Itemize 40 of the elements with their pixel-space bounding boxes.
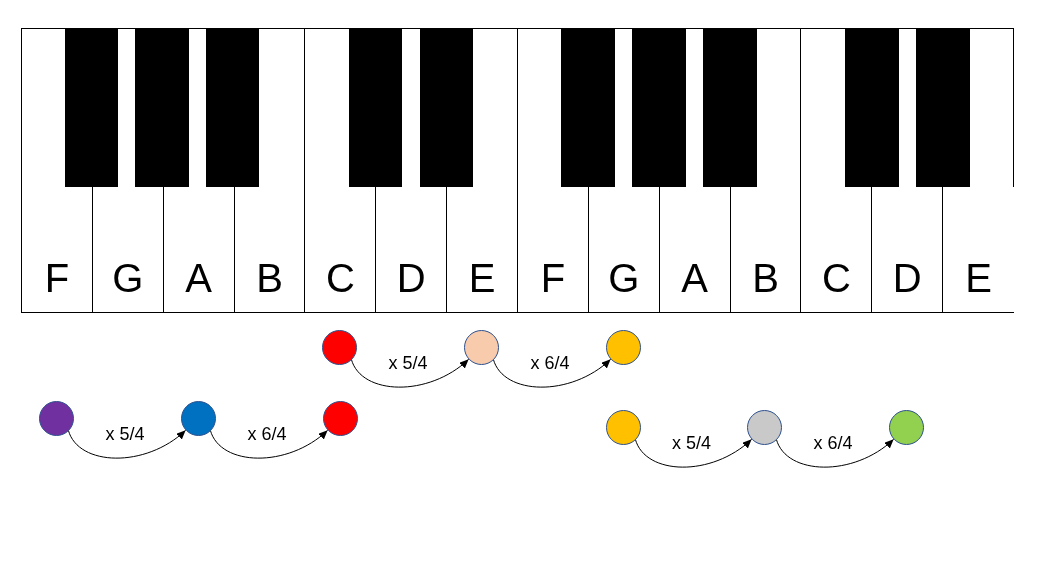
note-letter: E <box>965 256 992 300</box>
note-circle <box>888 409 924 445</box>
note-letter: A <box>681 256 708 300</box>
curved-arrow <box>492 358 612 388</box>
accidental-key <box>703 29 757 187</box>
curved-arrow <box>350 358 470 388</box>
note-letter: F <box>44 256 70 300</box>
accidental-key <box>916 29 970 187</box>
note-letter: G <box>608 256 640 300</box>
note-letter: B <box>752 256 779 300</box>
note-letter: F <box>540 256 566 300</box>
note-circle <box>322 400 358 436</box>
note-letter: C <box>325 256 355 300</box>
accidental-key <box>349 29 402 187</box>
note-letter: D <box>892 256 922 300</box>
curved-arrow <box>67 429 187 459</box>
note-circle <box>746 409 782 445</box>
curved-arrow <box>775 438 895 468</box>
note-letter: B <box>256 256 283 300</box>
curved-arrow <box>634 438 753 468</box>
note-circle <box>463 329 499 365</box>
note-letter: G <box>112 256 144 300</box>
note-circle <box>605 409 641 445</box>
accidental-key <box>65 29 118 187</box>
note-letter: A <box>185 256 212 300</box>
note-letter: E <box>468 256 496 300</box>
accidental-key <box>561 29 615 187</box>
curved-arrow <box>209 429 329 459</box>
note-circle <box>38 400 74 436</box>
accidental-key <box>135 29 189 187</box>
note-letter: D <box>396 256 426 300</box>
accidental-key <box>206 29 259 187</box>
accidental-key <box>632 29 686 187</box>
accidental-key <box>420 29 473 187</box>
piano-keyboard <box>21 28 1014 313</box>
note-circle <box>321 329 357 365</box>
note-circle <box>605 329 641 365</box>
note-letter: C <box>821 256 851 300</box>
note-circle <box>180 400 216 436</box>
accidental-key <box>845 29 899 187</box>
